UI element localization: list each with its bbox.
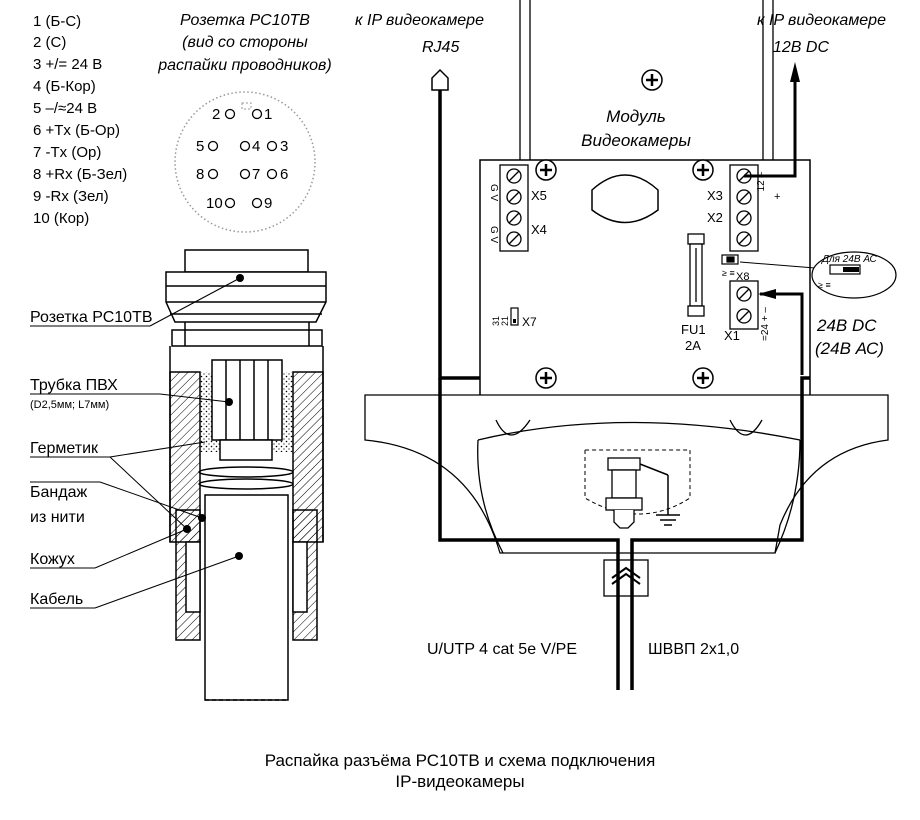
label-24v-dc: 24В DC bbox=[816, 316, 877, 335]
pin-circle bbox=[251, 197, 263, 209]
connector-section bbox=[165, 249, 327, 701]
label-casing: Кожух bbox=[30, 551, 75, 568]
caption-line-1: Распайка разъёма РС10ТВ и схема подключе… bbox=[264, 751, 656, 770]
x8-label: X8 bbox=[736, 271, 749, 283]
x1-pin-label: =24 + – bbox=[760, 307, 771, 341]
pin-circle bbox=[239, 168, 251, 180]
x5-label: X5 bbox=[531, 188, 547, 203]
label-bandage: из нити bbox=[30, 509, 85, 526]
screw-icon bbox=[641, 69, 663, 91]
pin-circle bbox=[266, 168, 278, 180]
pinout-item: 2 (С) bbox=[33, 34, 66, 51]
arrow-head-icon bbox=[790, 62, 800, 82]
arrow-head-icon bbox=[758, 289, 776, 299]
label-cable-utp: U/UTP 4 cat 5e V/PE bbox=[427, 641, 577, 658]
module-title: Видеокамеры bbox=[581, 131, 691, 150]
x2-label: X2 bbox=[707, 210, 723, 225]
pin-label: 4 bbox=[252, 138, 260, 155]
x3-label: X3 bbox=[707, 188, 723, 203]
label-sealant: Герметик bbox=[30, 440, 99, 457]
screw-icon bbox=[535, 159, 714, 389]
terminal-x3-x2 bbox=[729, 164, 759, 252]
pinout-item: 6 +Tx (Б-Ор) bbox=[33, 122, 120, 139]
cable-route-power bbox=[630, 376, 810, 690]
rj45-icon bbox=[431, 68, 449, 91]
terminal-x1 bbox=[729, 280, 759, 330]
x7-pin-label: 21 bbox=[500, 316, 510, 326]
label-tube: Трубка ПВХ bbox=[30, 377, 118, 394]
pin-circle bbox=[251, 108, 263, 120]
pin-label: 1 bbox=[264, 106, 272, 123]
jumper-x8 bbox=[721, 254, 739, 265]
label-to-camera-right: к IP видеокамере bbox=[757, 12, 886, 29]
socket-face: 2 1 5 4 3 8 7 6 10 9 bbox=[174, 91, 316, 233]
camera-pole bbox=[519, 0, 774, 160]
label-cable-power: ШВВП 2х1,0 bbox=[648, 641, 739, 658]
pinout-item: 5 –/≈24 В bbox=[33, 100, 97, 117]
fuse-rating: 2A bbox=[685, 338, 701, 353]
pinout-item: 9 -Rx (Зел) bbox=[33, 188, 109, 205]
fuse bbox=[687, 233, 705, 317]
label-rj45: RJ45 bbox=[422, 39, 459, 56]
pinout-item: 10 (Кор) bbox=[33, 210, 89, 227]
pinout-item: 3 +/= 24 В bbox=[33, 56, 102, 73]
pin-label: 8 bbox=[196, 166, 204, 183]
fuse-label: FU1 bbox=[681, 322, 706, 337]
label-12v-dc: 12В DC bbox=[773, 39, 829, 56]
pin-label: 10 bbox=[206, 195, 223, 212]
x7-pin-label: 31 bbox=[491, 316, 501, 326]
jumper-note: Для 24В АС bbox=[821, 254, 877, 265]
cable-route-utp bbox=[438, 90, 620, 690]
module-title: Модуль bbox=[606, 107, 666, 126]
pin-circle bbox=[224, 108, 236, 120]
pin-label: 7 bbox=[252, 166, 260, 183]
section-labels bbox=[30, 277, 241, 609]
socket-title: Розетка РС10ТВ (вид со стороны распайки … bbox=[157, 12, 331, 74]
pin-circle bbox=[207, 168, 219, 180]
label-to-camera-left: к IP видеокамере bbox=[355, 12, 484, 29]
x3-plus-label: + bbox=[774, 191, 780, 203]
ground-bolt bbox=[605, 457, 669, 529]
jumper-callout: ≥ ≡ bbox=[739, 251, 897, 299]
callout-pins: ≥ ≡ bbox=[818, 280, 831, 290]
label-socket: Розетка РС10ТВ bbox=[30, 309, 153, 326]
pin-label: 9 bbox=[264, 195, 272, 212]
pin-circle bbox=[239, 140, 251, 152]
pinout-item: 7 -Tx (Ор) bbox=[33, 144, 101, 161]
lens bbox=[591, 174, 659, 224]
ground-icon bbox=[656, 514, 680, 526]
pinout-item: 1 (Б-С) bbox=[33, 13, 81, 30]
x3-pin-label: 12 – bbox=[756, 172, 767, 192]
gv-label: G V bbox=[488, 226, 499, 244]
x1-label: X1 bbox=[724, 328, 740, 343]
cable-gland bbox=[603, 559, 649, 597]
pinout-item: 4 (Б-Кор) bbox=[33, 78, 96, 95]
pin-circle bbox=[207, 140, 219, 152]
socket-title-line: (вид со стороны bbox=[182, 34, 308, 51]
label-bandage: Бандаж bbox=[30, 484, 87, 501]
socket-title-line: распайки проводников) bbox=[157, 57, 331, 74]
pin-circle bbox=[266, 140, 278, 152]
pin-label: 2 bbox=[212, 106, 220, 123]
label-tube-size: (D2,5мм; L7мм) bbox=[30, 399, 109, 411]
terminal-x5-x4 bbox=[499, 164, 529, 252]
x4-label: X4 bbox=[531, 222, 547, 237]
label-24v-ac: (24В АС) bbox=[815, 339, 884, 358]
x8-pins: ≥ ≡ bbox=[722, 268, 735, 278]
pin-label: 6 bbox=[280, 166, 288, 183]
pinout-item: 8 +Rx (Б-Зел) bbox=[33, 166, 127, 183]
pin-label: 5 bbox=[196, 138, 204, 155]
x7-label: X7 bbox=[522, 315, 537, 329]
gv-label: G V bbox=[488, 184, 499, 202]
caption-line-2: IP-видеокамеры bbox=[395, 772, 525, 791]
pinout-list: 1 (Б-С) 2 (С) 3 +/= 24 В 4 (Б-Кор) 5 –/≈… bbox=[33, 13, 127, 227]
connector-x7 bbox=[510, 307, 519, 326]
pin-label: 3 bbox=[280, 138, 288, 155]
label-cable: Кабель bbox=[30, 591, 83, 608]
pin-circle bbox=[224, 197, 236, 209]
arrow-12v bbox=[744, 80, 797, 178]
socket-title-line: Розетка РС10ТВ bbox=[180, 12, 310, 29]
